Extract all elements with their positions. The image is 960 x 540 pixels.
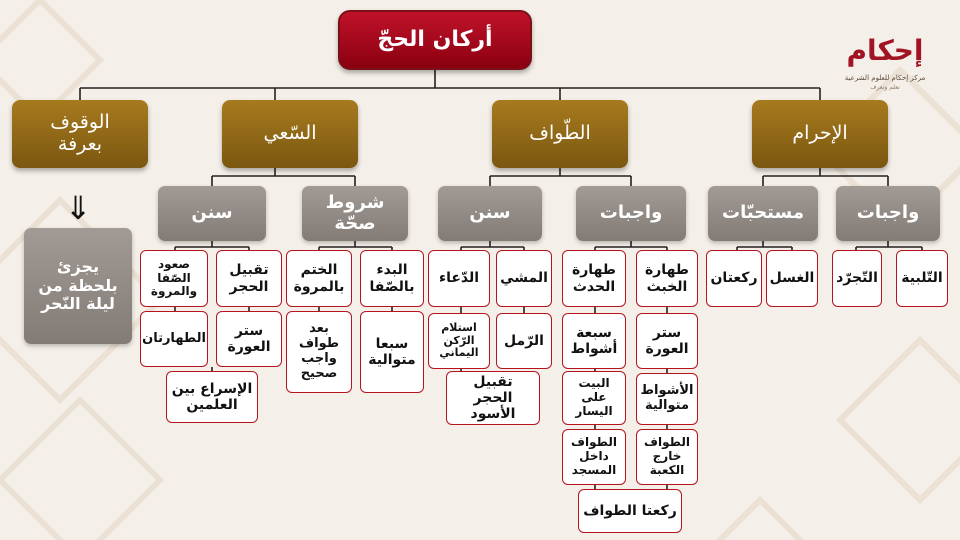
leaf-ihram-rakatan: ركعتان xyxy=(706,250,762,307)
brand-logo: إحكام مركز إحكام للعلوم الشرعية تعلم وتع… xyxy=(840,28,930,94)
leaf-sai-khatm: الختم بالمروة xyxy=(286,250,352,307)
pillar-tawaf: الطّواف xyxy=(492,100,628,168)
logo-mark: إحكام xyxy=(846,33,924,67)
logo-subtitle: مركز إحكام للعلوم الشرعية xyxy=(844,74,926,82)
leaf-ihram-ghusl: الغسل xyxy=(766,250,818,307)
leaf-tawaf-bayt: البيت على اليسار xyxy=(562,371,626,425)
leaf-sai-sabaa: سبعا متوالية xyxy=(360,311,424,393)
leaf-tawaf-kharij: الطواف خارج الكعبة xyxy=(636,429,698,485)
leaf-tawaf-dakhil: الطواف داخل المسجد xyxy=(562,429,626,485)
group-sai-sunan: سنن xyxy=(158,186,266,241)
group-ihram-wajibat: واجبات xyxy=(836,186,940,241)
leaf-sai-israa: الإسراع بين العلمين xyxy=(166,371,258,423)
leaf-ihram-tajarrud: التّجرّد xyxy=(832,250,882,307)
leaf-tawaf-duaa: الدّعاء xyxy=(428,250,490,307)
leaf-sai-suud: صعود الصّفا والمروة xyxy=(140,250,208,307)
leaf-sai-baad: بعد طواف واجب صحيح xyxy=(286,311,352,393)
leaf-sai-taharatan: الطهارتان xyxy=(140,311,208,367)
diagram-title: أركان الحجّ xyxy=(338,10,532,70)
group-sai-shurut: شروط صحّة xyxy=(302,186,408,241)
leaf-tawaf-tahara-khabath: طهارة الخبث xyxy=(636,250,698,307)
group-tawaf-sunan: سنن xyxy=(438,186,542,241)
leaf-tawaf-raml: الرّمل xyxy=(496,313,552,369)
down-arrow-icon: ⇓ xyxy=(64,189,92,227)
leaf-sai-satr: ستر العورة xyxy=(216,311,282,367)
leaf-sai-taqbil: تقبيل الحجر xyxy=(216,250,282,307)
leaf-tawaf-taqbil: تقبيل الحجر الأسود xyxy=(446,371,540,425)
leaf-tawaf-satr: ستر العورة xyxy=(636,313,698,369)
pillar-sai: السّعي xyxy=(222,100,358,168)
group-tawaf-wajibat: واجبات xyxy=(576,186,686,241)
pillar-wuquf: الوقوف بعرفة xyxy=(12,100,148,168)
leaf-sai-bad: البدء بالصّفا xyxy=(360,250,424,307)
wuquf-note: يجزئ بلحظة من ليلة النّحر xyxy=(24,228,132,344)
leaf-tawaf-rakata: ركعتا الطواف xyxy=(578,489,682,533)
leaf-ihram-talbiya: التّلبية xyxy=(896,250,948,307)
leaf-tawaf-mashy: المشي xyxy=(496,250,552,307)
pillar-ihram: الإحرام xyxy=(752,100,888,168)
group-ihram-mustahabbat: مستحبّات xyxy=(708,186,818,241)
leaf-tawaf-tahara-hadath: طهارة الحدث xyxy=(562,250,626,307)
leaf-tawaf-istilam: استلام الرّكن اليماني xyxy=(428,313,490,369)
leaf-tawaf-sabaa: سبعة أشواط xyxy=(562,313,626,369)
leaf-tawaf-ashwat: الأشواط متوالية xyxy=(636,373,698,425)
logo-tagline: تعلم وتعرف xyxy=(870,84,900,91)
